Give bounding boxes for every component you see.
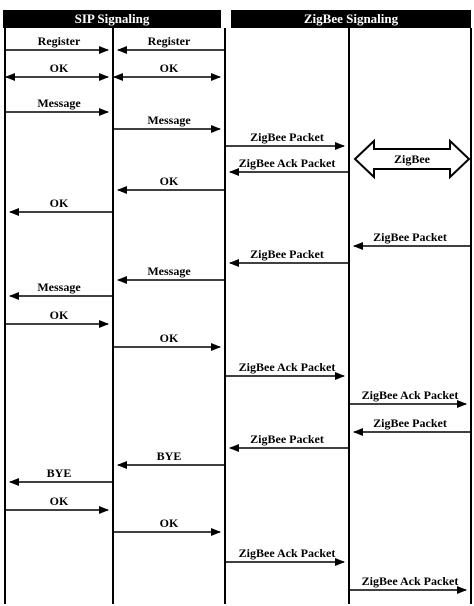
message-label: Message — [37, 280, 81, 294]
zigbee-header-title: ZigBee Signaling — [304, 11, 399, 26]
message-label: ZigBee Packet — [373, 416, 447, 430]
message-label: ZigBee Packet — [250, 130, 324, 144]
message-label: Register — [148, 34, 191, 48]
message-label: OK — [160, 174, 179, 188]
sip-header-bar — [3, 10, 221, 28]
message-label: Message — [147, 264, 191, 278]
message-label: ZigBee Ack Packet — [239, 360, 336, 374]
message-label: ZigBee Packet — [373, 230, 447, 244]
zigbee-header-bar — [231, 10, 471, 28]
message-label: ZigBee Packet — [250, 247, 324, 261]
zigbee-block-label: ZigBee — [394, 152, 431, 166]
message-label: BYE — [157, 449, 182, 463]
message-label: OK — [160, 516, 179, 530]
message-label: OK — [50, 494, 69, 508]
message-label: BYE — [47, 466, 72, 480]
message-label: OK — [160, 331, 179, 345]
message-label: OK — [50, 61, 69, 75]
message-label: Register — [38, 34, 81, 48]
message-label: ZigBee Ack Packet — [362, 388, 459, 402]
message-label: ZigBee Ack Packet — [239, 156, 336, 170]
message-label: Message — [37, 96, 81, 110]
message-label: ZigBee Ack Packet — [362, 574, 459, 588]
message-label: Message — [147, 113, 191, 127]
message-label: ZigBee Packet — [250, 432, 324, 446]
message-label: OK — [160, 61, 179, 75]
message-label: OK — [50, 196, 69, 210]
zigbee-block-arrow — [353, 138, 471, 180]
message-label: ZigBee Ack Packet — [239, 546, 336, 560]
sip-header-title: SIP Signaling — [75, 11, 150, 26]
message-label: OK — [50, 308, 69, 322]
